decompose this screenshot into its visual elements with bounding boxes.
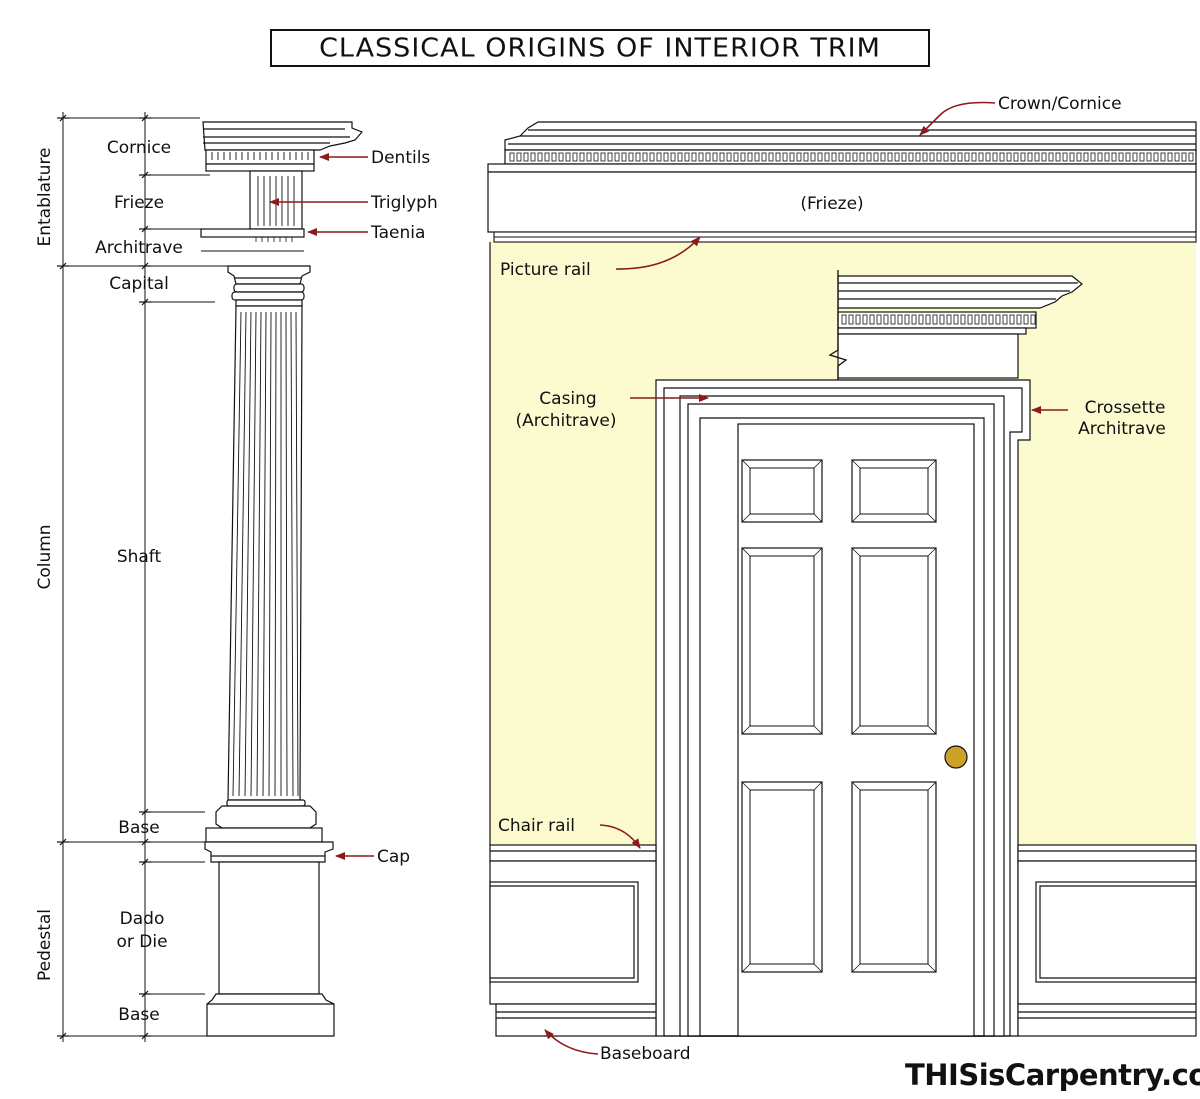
baseboard xyxy=(495,1003,1197,1037)
break-line xyxy=(828,270,848,434)
baseboard-arrow xyxy=(544,1029,599,1055)
label-dado: Dado or Die xyxy=(116,909,168,952)
wainscot xyxy=(489,860,1197,1005)
label-room-frieze: (Frieze) xyxy=(800,194,864,214)
label-column: Column xyxy=(35,524,55,590)
label-capital: Capital xyxy=(109,274,169,294)
label-shaft: Shaft xyxy=(116,547,162,567)
flutes xyxy=(232,311,299,797)
label-crossette: Crossette xyxy=(1084,398,1166,418)
label-architrave: Architrave xyxy=(95,238,183,258)
crown-arrow xyxy=(919,101,996,136)
label-casing-architrave: (Architrave) xyxy=(515,411,617,431)
label-column-base: Base xyxy=(118,818,160,838)
label-baseboard: Baseboard xyxy=(600,1044,691,1064)
brand-logo: THISisCarpentry.com xyxy=(905,1058,1200,1092)
label-pedestal: Pedestal xyxy=(35,908,55,982)
label-crown: Crown/Cornice xyxy=(998,94,1122,114)
label-crossette-architrave: Architrave xyxy=(1078,419,1166,439)
label-cap: Cap xyxy=(377,847,411,867)
label-cornice: Cornice xyxy=(106,138,172,158)
picture-rail xyxy=(493,231,1197,243)
dentils xyxy=(211,152,309,160)
label-casing: Casing xyxy=(539,389,597,409)
chair-rail-arrow xyxy=(599,824,641,849)
label-taenia: Taenia xyxy=(371,223,426,243)
callout-arrows xyxy=(269,101,1068,1055)
label-triglyph: Triglyph xyxy=(371,193,438,213)
chair-rail xyxy=(489,844,1197,862)
label-entablature: Entablature xyxy=(35,147,55,247)
door-knob xyxy=(944,745,968,769)
label-dentils: Dentils xyxy=(371,148,431,168)
door xyxy=(737,423,975,1037)
label-pedestal-base: Base xyxy=(118,1005,160,1025)
frieze-band xyxy=(487,171,1197,233)
label-frieze: Frieze xyxy=(113,193,165,213)
label-chair-rail: Chair rail xyxy=(498,816,576,836)
classical-column xyxy=(200,121,364,1037)
guttae xyxy=(255,237,293,242)
crown-cornice xyxy=(487,121,1197,173)
title-box: CLASSICAL ORIGINS OF INTERIOR TRIM xyxy=(270,29,930,67)
picture-rail-arrow xyxy=(615,236,701,270)
dimension-lines xyxy=(57,112,250,1042)
label-picture-rail: Picture rail xyxy=(500,260,591,280)
diagram-title: CLASSICAL ORIGINS OF INTERIOR TRIM xyxy=(319,33,881,63)
